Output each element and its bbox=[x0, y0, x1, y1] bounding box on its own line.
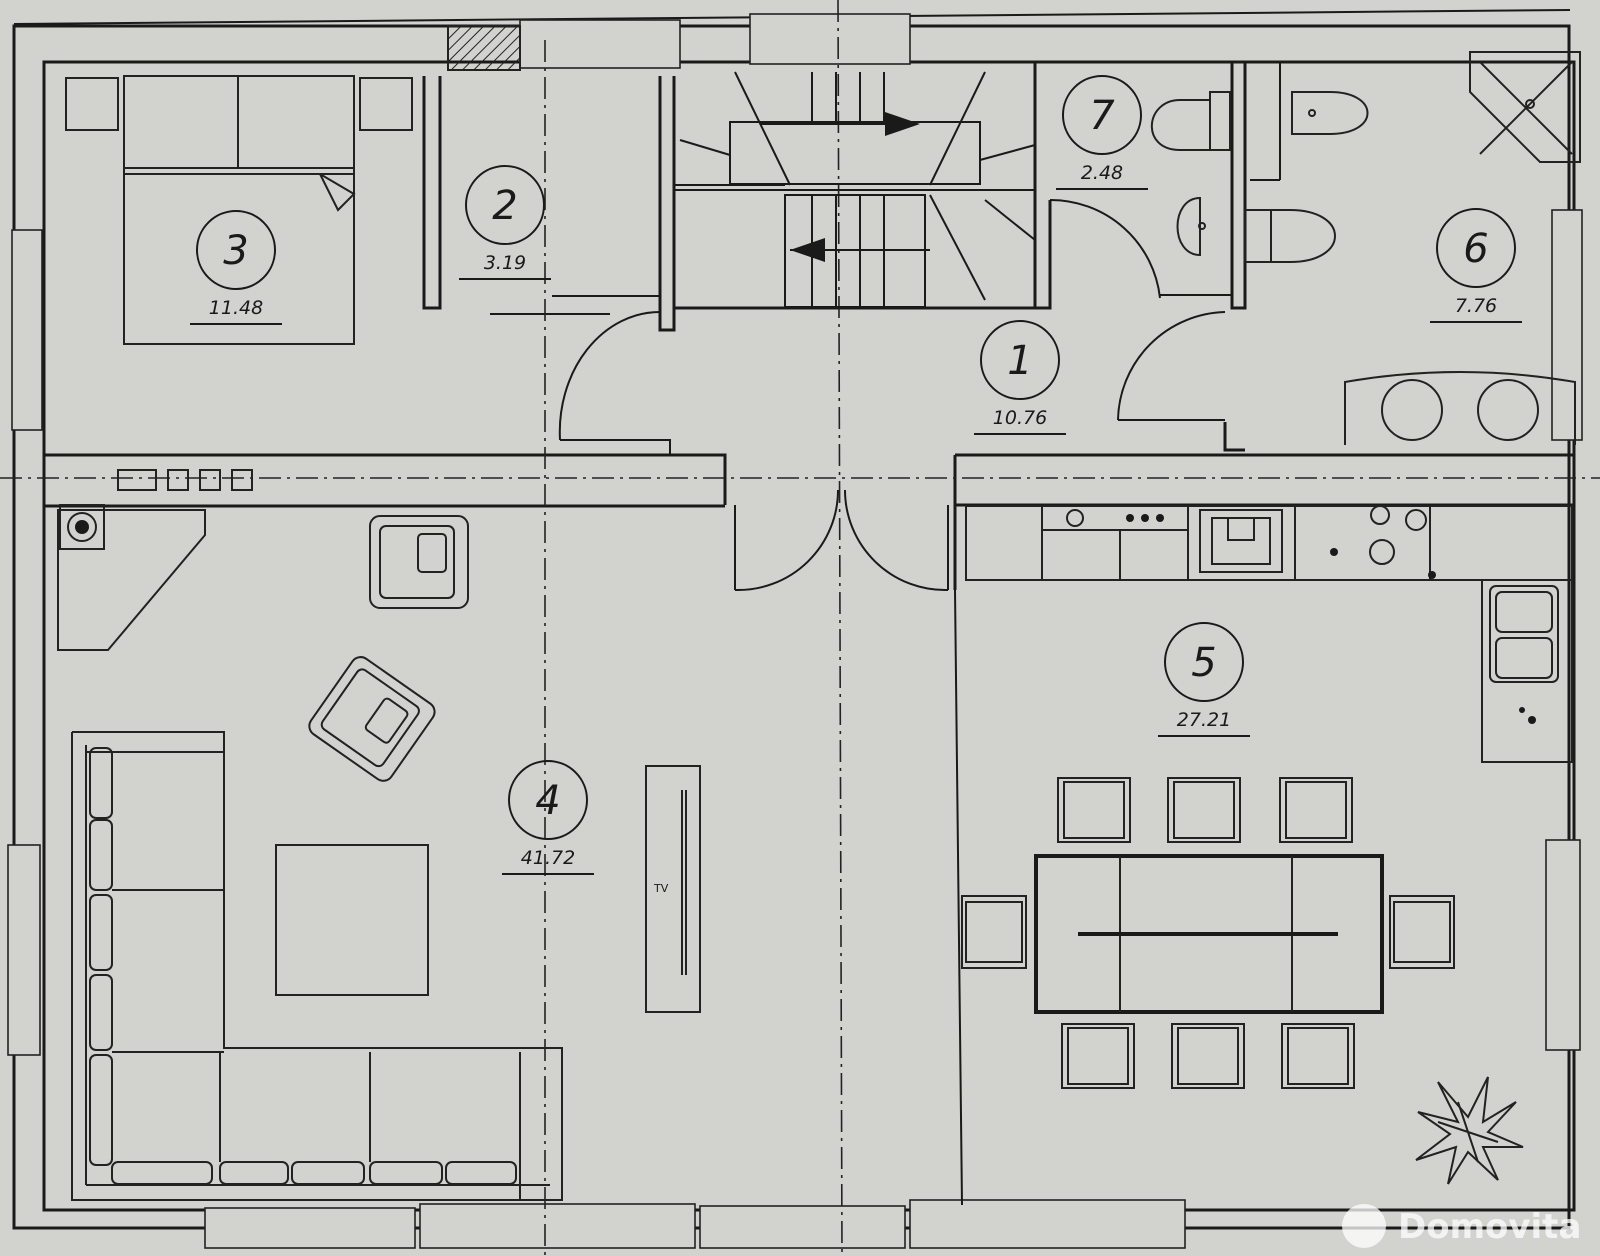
window-bottom-1 bbox=[204, 1207, 416, 1249]
room-marker-7: 72.48 bbox=[1056, 75, 1148, 190]
window-bottom-2 bbox=[419, 1203, 696, 1249]
stair-arrow-down-icon bbox=[790, 238, 825, 262]
room-marker-circle bbox=[980, 320, 1060, 400]
kitchen-counter bbox=[965, 505, 1573, 581]
room-marker-circle bbox=[1436, 208, 1516, 288]
window-top-2 bbox=[749, 13, 911, 65]
room-marker-5: 527.21 bbox=[1158, 622, 1250, 737]
double-vanity bbox=[1344, 371, 1576, 445]
bedroom-furniture bbox=[65, 75, 413, 345]
room-number: 1 bbox=[1007, 338, 1032, 384]
corner-fireplace bbox=[57, 509, 206, 651]
plant-icon bbox=[1415, 1076, 1524, 1185]
watermark-text: Domovita bbox=[1398, 1207, 1581, 1247]
room-marker-circle bbox=[465, 165, 545, 245]
room-marker-6: 67.76 bbox=[1430, 208, 1522, 323]
hob-burner-2 bbox=[1405, 509, 1427, 531]
toilet-bathroom bbox=[1244, 209, 1336, 263]
room-area: 27.21 bbox=[1177, 709, 1231, 731]
bathroom-fixtures bbox=[1244, 51, 1581, 445]
room-number: 5 bbox=[1191, 640, 1216, 686]
window-right-2 bbox=[1545, 839, 1581, 1051]
outlet-2 bbox=[167, 469, 189, 491]
staircase bbox=[674, 71, 1036, 308]
room-area: 11.48 bbox=[209, 297, 263, 319]
dining-chair bbox=[1171, 1023, 1245, 1089]
armchair-angled bbox=[308, 656, 436, 782]
interior-walls bbox=[44, 62, 1574, 1206]
room-marker-4: 441.72 bbox=[502, 760, 594, 875]
doors bbox=[558, 198, 1226, 592]
outlet-1 bbox=[117, 469, 157, 491]
room-marker-circle bbox=[196, 210, 276, 290]
window-right-1 bbox=[1551, 209, 1583, 441]
dining-chair bbox=[1279, 777, 1353, 843]
room-area: 10.76 bbox=[993, 407, 1047, 429]
kitchen-furniture bbox=[961, 505, 1573, 1089]
outlet-3 bbox=[199, 469, 221, 491]
kitchen-oven bbox=[1199, 509, 1283, 573]
corner-sofa bbox=[71, 731, 563, 1201]
room-marker-3: 311.48 bbox=[190, 210, 282, 325]
room-marker-1: 110.76 bbox=[974, 320, 1066, 435]
watermark-logo-icon bbox=[1342, 1204, 1386, 1248]
shower-tray bbox=[1469, 51, 1581, 163]
living-furniture: TV bbox=[57, 469, 701, 1201]
room-area: 3.19 bbox=[484, 252, 526, 274]
stove-icon bbox=[67, 512, 97, 542]
room-marker-circle bbox=[1062, 75, 1142, 155]
kitchen-tap-icon bbox=[1066, 509, 1084, 527]
room-number: 4 bbox=[535, 778, 560, 824]
window-top-1 bbox=[519, 19, 681, 69]
window-bottom-4 bbox=[909, 1199, 1186, 1249]
tv-stand bbox=[645, 765, 701, 1013]
room-number: 6 bbox=[1463, 226, 1488, 272]
coffee-table bbox=[275, 844, 429, 996]
armchair-top bbox=[369, 515, 469, 609]
wc-sink bbox=[1176, 196, 1201, 257]
stair-arrow-up-icon bbox=[885, 112, 920, 136]
outlet-4 bbox=[231, 469, 253, 491]
room-number: 2 bbox=[492, 183, 517, 229]
dining-chair bbox=[961, 895, 1027, 969]
room-marker-circle bbox=[1164, 622, 1244, 702]
side-counter bbox=[1481, 579, 1573, 763]
dining-chair bbox=[1061, 1023, 1135, 1089]
toilet-wc bbox=[1150, 92, 1211, 151]
window-left-2 bbox=[7, 844, 41, 1056]
hob-burner-1 bbox=[1370, 505, 1390, 525]
room-area: 41.72 bbox=[521, 847, 575, 869]
hob-burner-3 bbox=[1369, 539, 1395, 565]
wc-fixtures bbox=[1150, 91, 1231, 257]
outer-walls bbox=[7, 9, 1583, 1249]
vanity-sink-left bbox=[1381, 379, 1443, 441]
dining-table bbox=[1034, 854, 1384, 1014]
room-number: 3 bbox=[223, 228, 248, 274]
tv-label: TV bbox=[653, 882, 669, 895]
dining-chair bbox=[1389, 895, 1455, 969]
room-area: 2.48 bbox=[1081, 162, 1123, 184]
window-left-1 bbox=[11, 229, 43, 431]
dining-chair bbox=[1167, 777, 1241, 843]
kitchen-sink bbox=[1489, 585, 1559, 683]
room-marker-2: 23.19 bbox=[459, 165, 551, 280]
dining-chair bbox=[1057, 777, 1131, 843]
room-area: 7.76 bbox=[1455, 295, 1497, 317]
room-marker-circle bbox=[508, 760, 588, 840]
hatched-column bbox=[447, 25, 521, 71]
bidet bbox=[1291, 91, 1369, 135]
nightstand-right bbox=[359, 77, 413, 131]
nightstand-left bbox=[65, 77, 119, 131]
room-number: 7 bbox=[1089, 93, 1115, 139]
window-bottom-3 bbox=[699, 1205, 906, 1249]
watermark: Domovita bbox=[1342, 1204, 1581, 1248]
vanity-sink-right bbox=[1477, 379, 1539, 441]
dining-chair bbox=[1281, 1023, 1355, 1089]
